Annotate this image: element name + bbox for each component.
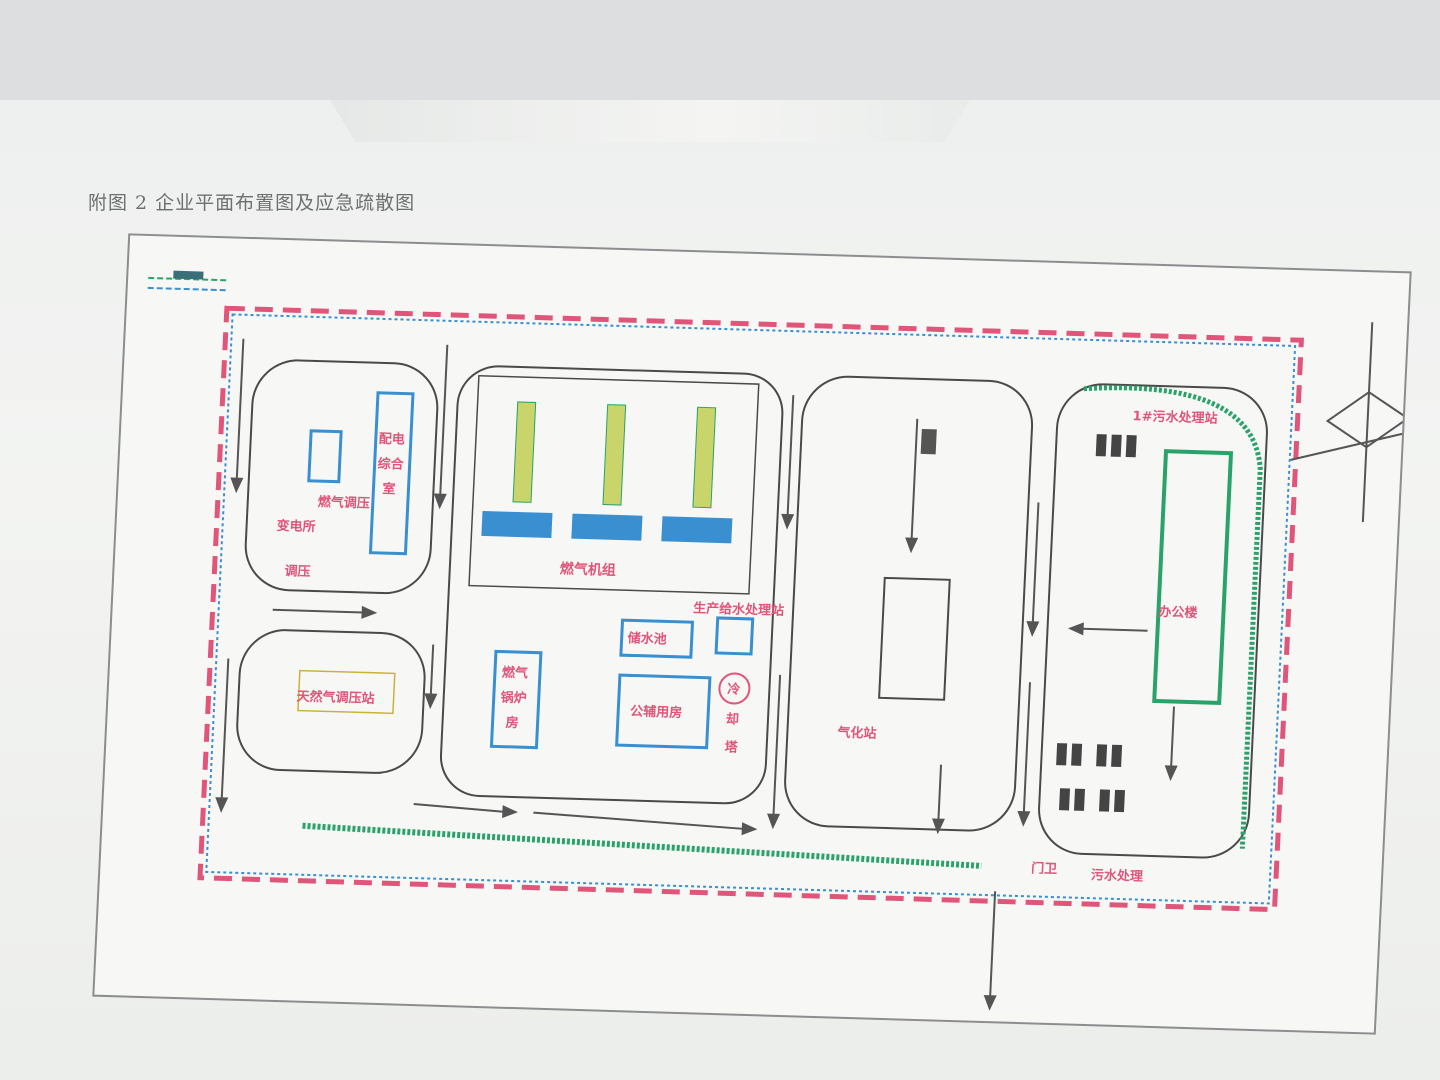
boiler-room: [489, 649, 543, 750]
dist-room-box: [368, 391, 415, 556]
label-office-water: 1#污水处理站: [1132, 408, 1218, 427]
label-office: 办公楼: [1158, 604, 1198, 621]
north-compass: [1290, 322, 1410, 523]
engine-hall: [468, 375, 760, 595]
hedge-bottom: [302, 822, 982, 869]
label-water-pool: 储水池: [626, 630, 667, 647]
transformer-box: [307, 429, 343, 484]
gasify-equipment: [878, 576, 951, 701]
gas-station-box: [297, 669, 396, 715]
label-guard: 门卫: [1031, 860, 1058, 877]
gasify-tank: [920, 428, 937, 455]
label-cooling-1: 冷: [727, 681, 741, 697]
zone-office: [1038, 383, 1268, 859]
office-hedge: [1083, 385, 1263, 849]
label-boiler-1: 燃气: [502, 665, 529, 682]
label-gasify-area: 气化站: [837, 725, 877, 742]
evacuation-arrows: [215, 338, 1178, 1011]
zone-gas-station: [236, 629, 426, 774]
parking-blocks: [1056, 434, 1137, 813]
label-gas-pressure: 燃气调压: [317, 494, 370, 512]
label-dist-room-2: 综合: [377, 456, 405, 473]
label-dist-room-3: 室: [382, 481, 396, 497]
site-boundary: [197, 305, 1304, 913]
paper-fold: [330, 100, 970, 142]
gen-water-box: [714, 616, 755, 656]
label-regulator: 调压: [284, 564, 311, 580]
label-gen-water: 生产给水处理站: [693, 600, 785, 619]
pump-room-box: [615, 673, 712, 750]
label-boiler-2: 锅炉: [500, 690, 527, 707]
label-gas-area: 天然气调压站: [296, 689, 375, 707]
zone-gas-transformer: [244, 359, 439, 595]
label-cooling-2: 却: [726, 711, 740, 727]
scale-legend: [147, 270, 229, 292]
label-cooling-3: 塔: [724, 739, 739, 755]
label-dist-room: 配电: [378, 431, 405, 448]
label-transformer: 变电所: [276, 518, 316, 535]
site-plan-frame: 燃气调压 变电所 调压 配电 综合 室 天然气调压站 燃气机组 燃气 锅炉 房 …: [92, 233, 1412, 1035]
engine-units: [481, 401, 733, 544]
zone-gasify: [784, 375, 1034, 832]
site-plan-drawing: 燃气调压 变电所 调压 配电 综合 室 天然气调压站 燃气机组 燃气 锅炉 房 …: [147, 270, 1410, 1011]
office-building: [1152, 449, 1234, 705]
water-pool-box: [619, 618, 695, 659]
label-sewage: 污水处理: [1091, 867, 1144, 885]
figure-caption: 附图 2 企业平面布置图及应急疏散图: [88, 192, 416, 214]
label-pump-room: 公辅用房: [630, 703, 683, 721]
label-boiler-3: 房: [505, 715, 519, 731]
cooling-tower: [718, 672, 751, 705]
label-engine-area: 燃气机组: [559, 560, 616, 579]
zone-engine: [439, 365, 784, 805]
